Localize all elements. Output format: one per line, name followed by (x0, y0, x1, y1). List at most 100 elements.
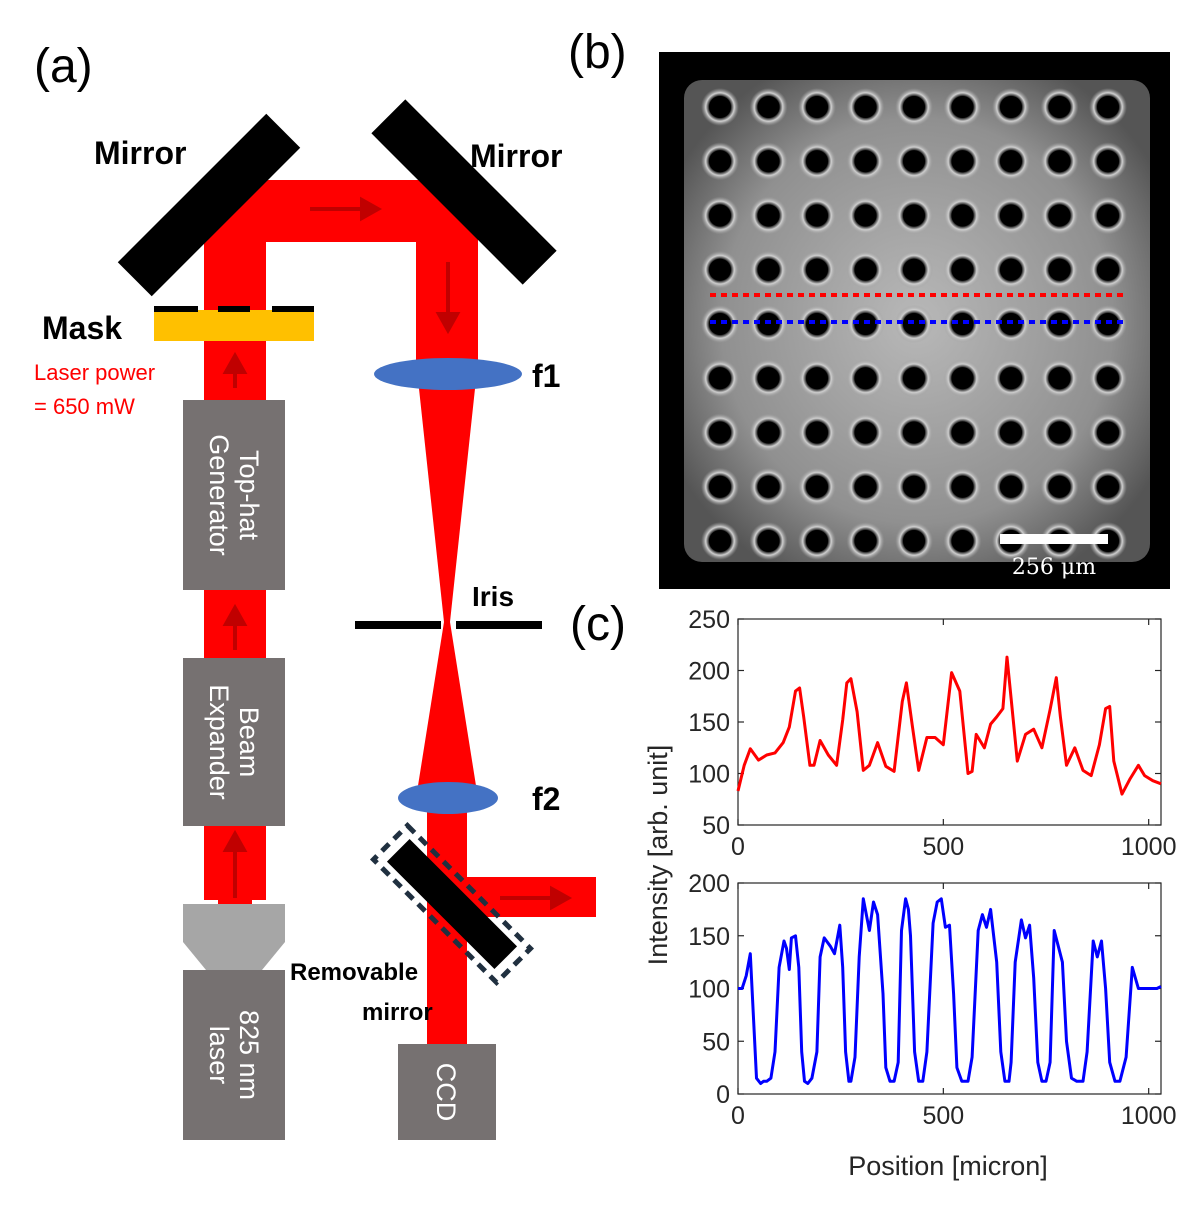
hole (806, 421, 828, 444)
beam-converging (417, 370, 477, 622)
x-tick-label: 0 (731, 833, 745, 861)
hole (806, 313, 828, 335)
hole (709, 475, 731, 498)
hole (757, 530, 780, 552)
hole (709, 150, 731, 173)
hole (709, 258, 731, 281)
hole (951, 258, 974, 281)
hole (757, 475, 780, 498)
hole (854, 367, 877, 390)
top-hat-label-1: Top-hat (234, 450, 264, 541)
ccd-camera (398, 1044, 496, 1140)
top-hat-generator (183, 400, 285, 590)
scale-bar-label: 256 μm (1012, 555, 1096, 580)
laser-power-value: = 650 mW (34, 394, 135, 419)
hole (757, 204, 780, 227)
x-axis-label: Position [micron] (848, 1151, 1048, 1181)
hole (854, 150, 877, 173)
panel-label-b: (b) (568, 26, 627, 79)
hole (806, 530, 828, 552)
panel-label-a: (a) (34, 40, 93, 93)
y-tick-label: 50 (702, 812, 730, 840)
hole (951, 475, 974, 498)
hole (1000, 150, 1022, 173)
hole (709, 313, 731, 335)
mask (154, 306, 314, 341)
hole (1097, 150, 1119, 173)
lens-f2 (398, 782, 498, 814)
profile-line (736, 655, 1162, 796)
mirror-left (117, 113, 301, 297)
hole (1000, 96, 1022, 118)
iris-blade-right (456, 621, 542, 629)
iris-label: Iris (472, 581, 514, 612)
hole (854, 258, 877, 281)
x-tick-label: 0 (731, 1102, 745, 1130)
y-tick-label: 100 (688, 976, 730, 1004)
hole (854, 421, 877, 444)
hole (757, 367, 780, 390)
hole (1000, 475, 1022, 498)
ccd-image-panel: (b) 256 μm (568, 26, 1170, 589)
hole (854, 96, 877, 118)
y-tick-label: 150 (688, 709, 730, 737)
hole (1048, 258, 1071, 281)
hole (1097, 367, 1119, 390)
hole-array (701, 88, 1127, 560)
hole (1048, 367, 1071, 390)
hole (709, 421, 731, 444)
laser-source (183, 970, 285, 1140)
y-tick-label: 200 (688, 658, 730, 686)
hole (903, 258, 925, 281)
mirror-right-label: Mirror (470, 138, 562, 174)
hole (1097, 96, 1119, 118)
y-axis-label: Intensity [arb. unit] (643, 745, 673, 966)
mask-plate (154, 310, 314, 341)
hole (709, 96, 731, 118)
hole (1048, 313, 1071, 335)
beam-expander (183, 658, 285, 826)
hole (903, 530, 925, 552)
y-tick-label: 250 (688, 606, 730, 634)
lens-f1 (374, 358, 522, 390)
hole (806, 96, 828, 118)
hole (1048, 96, 1071, 118)
hole (854, 475, 877, 498)
lens-f1-label: f1 (532, 358, 560, 394)
hole (903, 204, 925, 227)
hole (806, 204, 828, 227)
iris-blade-left (355, 621, 441, 629)
hole (951, 530, 974, 552)
removable-mirror-label-2: mirror (362, 999, 433, 1026)
hole (709, 530, 731, 552)
laser-power-label: Laser power (34, 360, 155, 385)
hole (854, 204, 877, 227)
top-hat-label-2: Generator (204, 434, 234, 556)
laser-label-1: 825 nm (234, 1010, 264, 1100)
hole (1048, 204, 1071, 227)
hole (903, 150, 925, 173)
hole (1000, 258, 1022, 281)
hole (1000, 204, 1022, 227)
hole (951, 421, 974, 444)
y-tick-label: 0 (716, 1081, 730, 1109)
y-tick-label: 200 (688, 870, 730, 898)
laser-label-2: laser (204, 1026, 234, 1085)
mirror-right (371, 99, 557, 285)
hole (806, 475, 828, 498)
hole (1097, 204, 1119, 227)
hole (854, 530, 877, 552)
hole (1048, 421, 1071, 444)
hole (951, 204, 974, 227)
hole (903, 96, 925, 118)
hole (757, 150, 780, 173)
lens-f2-label: f2 (532, 781, 560, 817)
removable-mirror (369, 821, 535, 987)
beam-expander-label-1: Beam (234, 707, 264, 778)
hole (806, 258, 828, 281)
hole (1097, 421, 1119, 444)
hole (757, 258, 780, 281)
